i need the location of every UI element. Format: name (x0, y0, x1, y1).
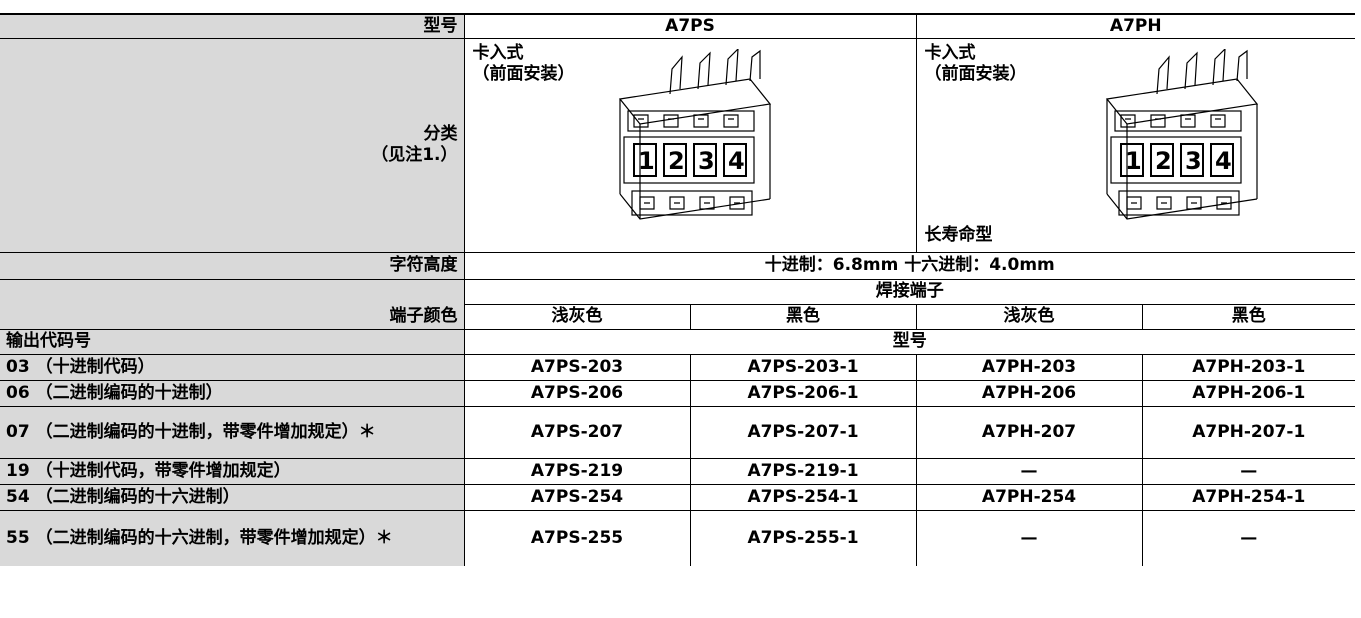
row-model: A7PS-219 (463, 457, 691, 485)
row-model: A7PH-203-1 (1141, 353, 1356, 381)
table-row: 07 （二进制编码的十进制，带零件增加规定）＊ A7PS-207 A7PS-20… (0, 405, 1356, 459)
a7ph-digit-1: 1 (1125, 147, 1142, 175)
row-model: A7PS-254-1 (689, 483, 917, 511)
row-code: 06 （二进制编码的十进制） (0, 379, 465, 407)
a7ph-category-cell: 卡入式 （前面安装） 长寿命型 (915, 37, 1356, 253)
row-code: 07 （二进制编码的十进制，带零件增加规定）＊ (0, 405, 465, 459)
a7ph-mount-detail: （前面安装） (924, 63, 1027, 84)
row-model-dash: — (1141, 509, 1356, 566)
a7ph-digit-2: 2 (1155, 147, 1172, 175)
row-model: A7PS-203 (463, 353, 691, 381)
row-model: A7PS-207-1 (689, 405, 917, 459)
row-model: A7PS-206 (463, 379, 691, 407)
row-model: A7PS-219-1 (689, 457, 917, 485)
row-model: A7PH-206-1 (1141, 379, 1356, 407)
row-model: A7PH-206 (915, 379, 1143, 407)
row-model-dash: — (1141, 457, 1356, 485)
a7ps-digit-1: 1 (638, 147, 655, 175)
char-height-label: 字符高度 (0, 251, 465, 280)
a7ps-digit-4: 4 (728, 147, 745, 175)
table-row: 06 （二进制编码的十进制） A7PS-206 A7PS-206-1 A7PH-… (0, 379, 1356, 407)
row-model-dash: — (915, 457, 1143, 485)
row-model: A7PH-207-1 (1141, 405, 1356, 459)
row-code: 55 （二进制编码的十六进制，带零件增加规定）＊ (0, 509, 465, 566)
a7ps-digit-3: 3 (698, 147, 715, 175)
a7ps-switch-image: 1 2 3 4 (618, 48, 771, 220)
output-code-label: 输出代码号 (0, 328, 465, 355)
a7ps-mount-type: 卡入式 (472, 42, 524, 63)
row-model: A7PH-203 (915, 353, 1143, 381)
output-model-label: 型号 (463, 328, 1356, 355)
terminal-color-a7ph-gray: 浅灰色 (915, 303, 1143, 330)
a7ps-digit-2: 2 (668, 147, 685, 175)
row-model: A7PS-254 (463, 483, 691, 511)
row-code: 19 （十进制代码，带零件增加规定） (0, 457, 465, 485)
a7ps-mount-detail: （前面安装） (472, 63, 575, 84)
category-label-cell: 分类 （见注1.） (0, 37, 465, 253)
a7ph-digit-3: 3 (1185, 147, 1202, 175)
row-model: A7PH-254-1 (1141, 483, 1356, 511)
category-note: （见注1.） (371, 145, 458, 165)
row-code: 54 （二进制编码的十六进制） (0, 483, 465, 511)
model-a7ph-header: A7PH (915, 13, 1356, 39)
row-model: A7PS-255-1 (689, 509, 917, 566)
model-header-label: 型号 (0, 13, 465, 39)
a7ph-switch-image: 1 2 3 4 (1105, 48, 1258, 220)
a7ph-mount-type: 卡入式 (924, 42, 976, 63)
model-a7ps-header: A7PS (463, 13, 917, 39)
row-model: A7PS-255 (463, 509, 691, 566)
row-model-dash: — (915, 509, 1143, 566)
category-label: 分类 (423, 124, 458, 144)
table-row: 55 （二进制编码的十六进制，带零件增加规定）＊ A7PS-255 A7PS-2… (0, 509, 1356, 566)
terminal-color-a7ps-gray: 浅灰色 (464, 303, 691, 330)
row-code: 03 （十进制代码） (0, 353, 465, 381)
terminal-color-label: 端子颜色 (0, 278, 465, 330)
terminal-color-a7ph-black: 黑色 (1141, 303, 1356, 330)
table-row: 19 （十进制代码，带零件增加规定） A7PS-219 A7PS-219-1 —… (0, 457, 1356, 485)
row-model: A7PS-203-1 (689, 353, 917, 381)
row-model: A7PH-254 (915, 483, 1143, 511)
table-row: 03 （十进制代码） A7PS-203 A7PS-203-1 A7PH-203 … (0, 353, 1356, 381)
a7ps-category-cell: 卡入式 （前面安装） (463, 37, 917, 253)
terminal-color-a7ps-black: 黑色 (689, 303, 917, 330)
row-model: A7PH-207 (915, 405, 1143, 459)
char-height-value: 十进制：6.8mm 十六进制：4.0mm (463, 251, 1356, 280)
row-model: A7PS-207 (463, 405, 691, 459)
spec-table: 型号 A7PS A7PH 分类 （见注1.） 卡入式 （前面安装） (0, 13, 1356, 566)
a7ph-long-life-label: 长寿命型 (924, 224, 993, 245)
table-row: 54 （二进制编码的十六进制） A7PS-254 A7PS-254-1 A7PH… (0, 483, 1356, 511)
row-model: A7PS-206-1 (689, 379, 917, 407)
terminal-type-value: 焊接端子 (463, 278, 1356, 305)
a7ph-digit-4: 4 (1215, 147, 1232, 175)
